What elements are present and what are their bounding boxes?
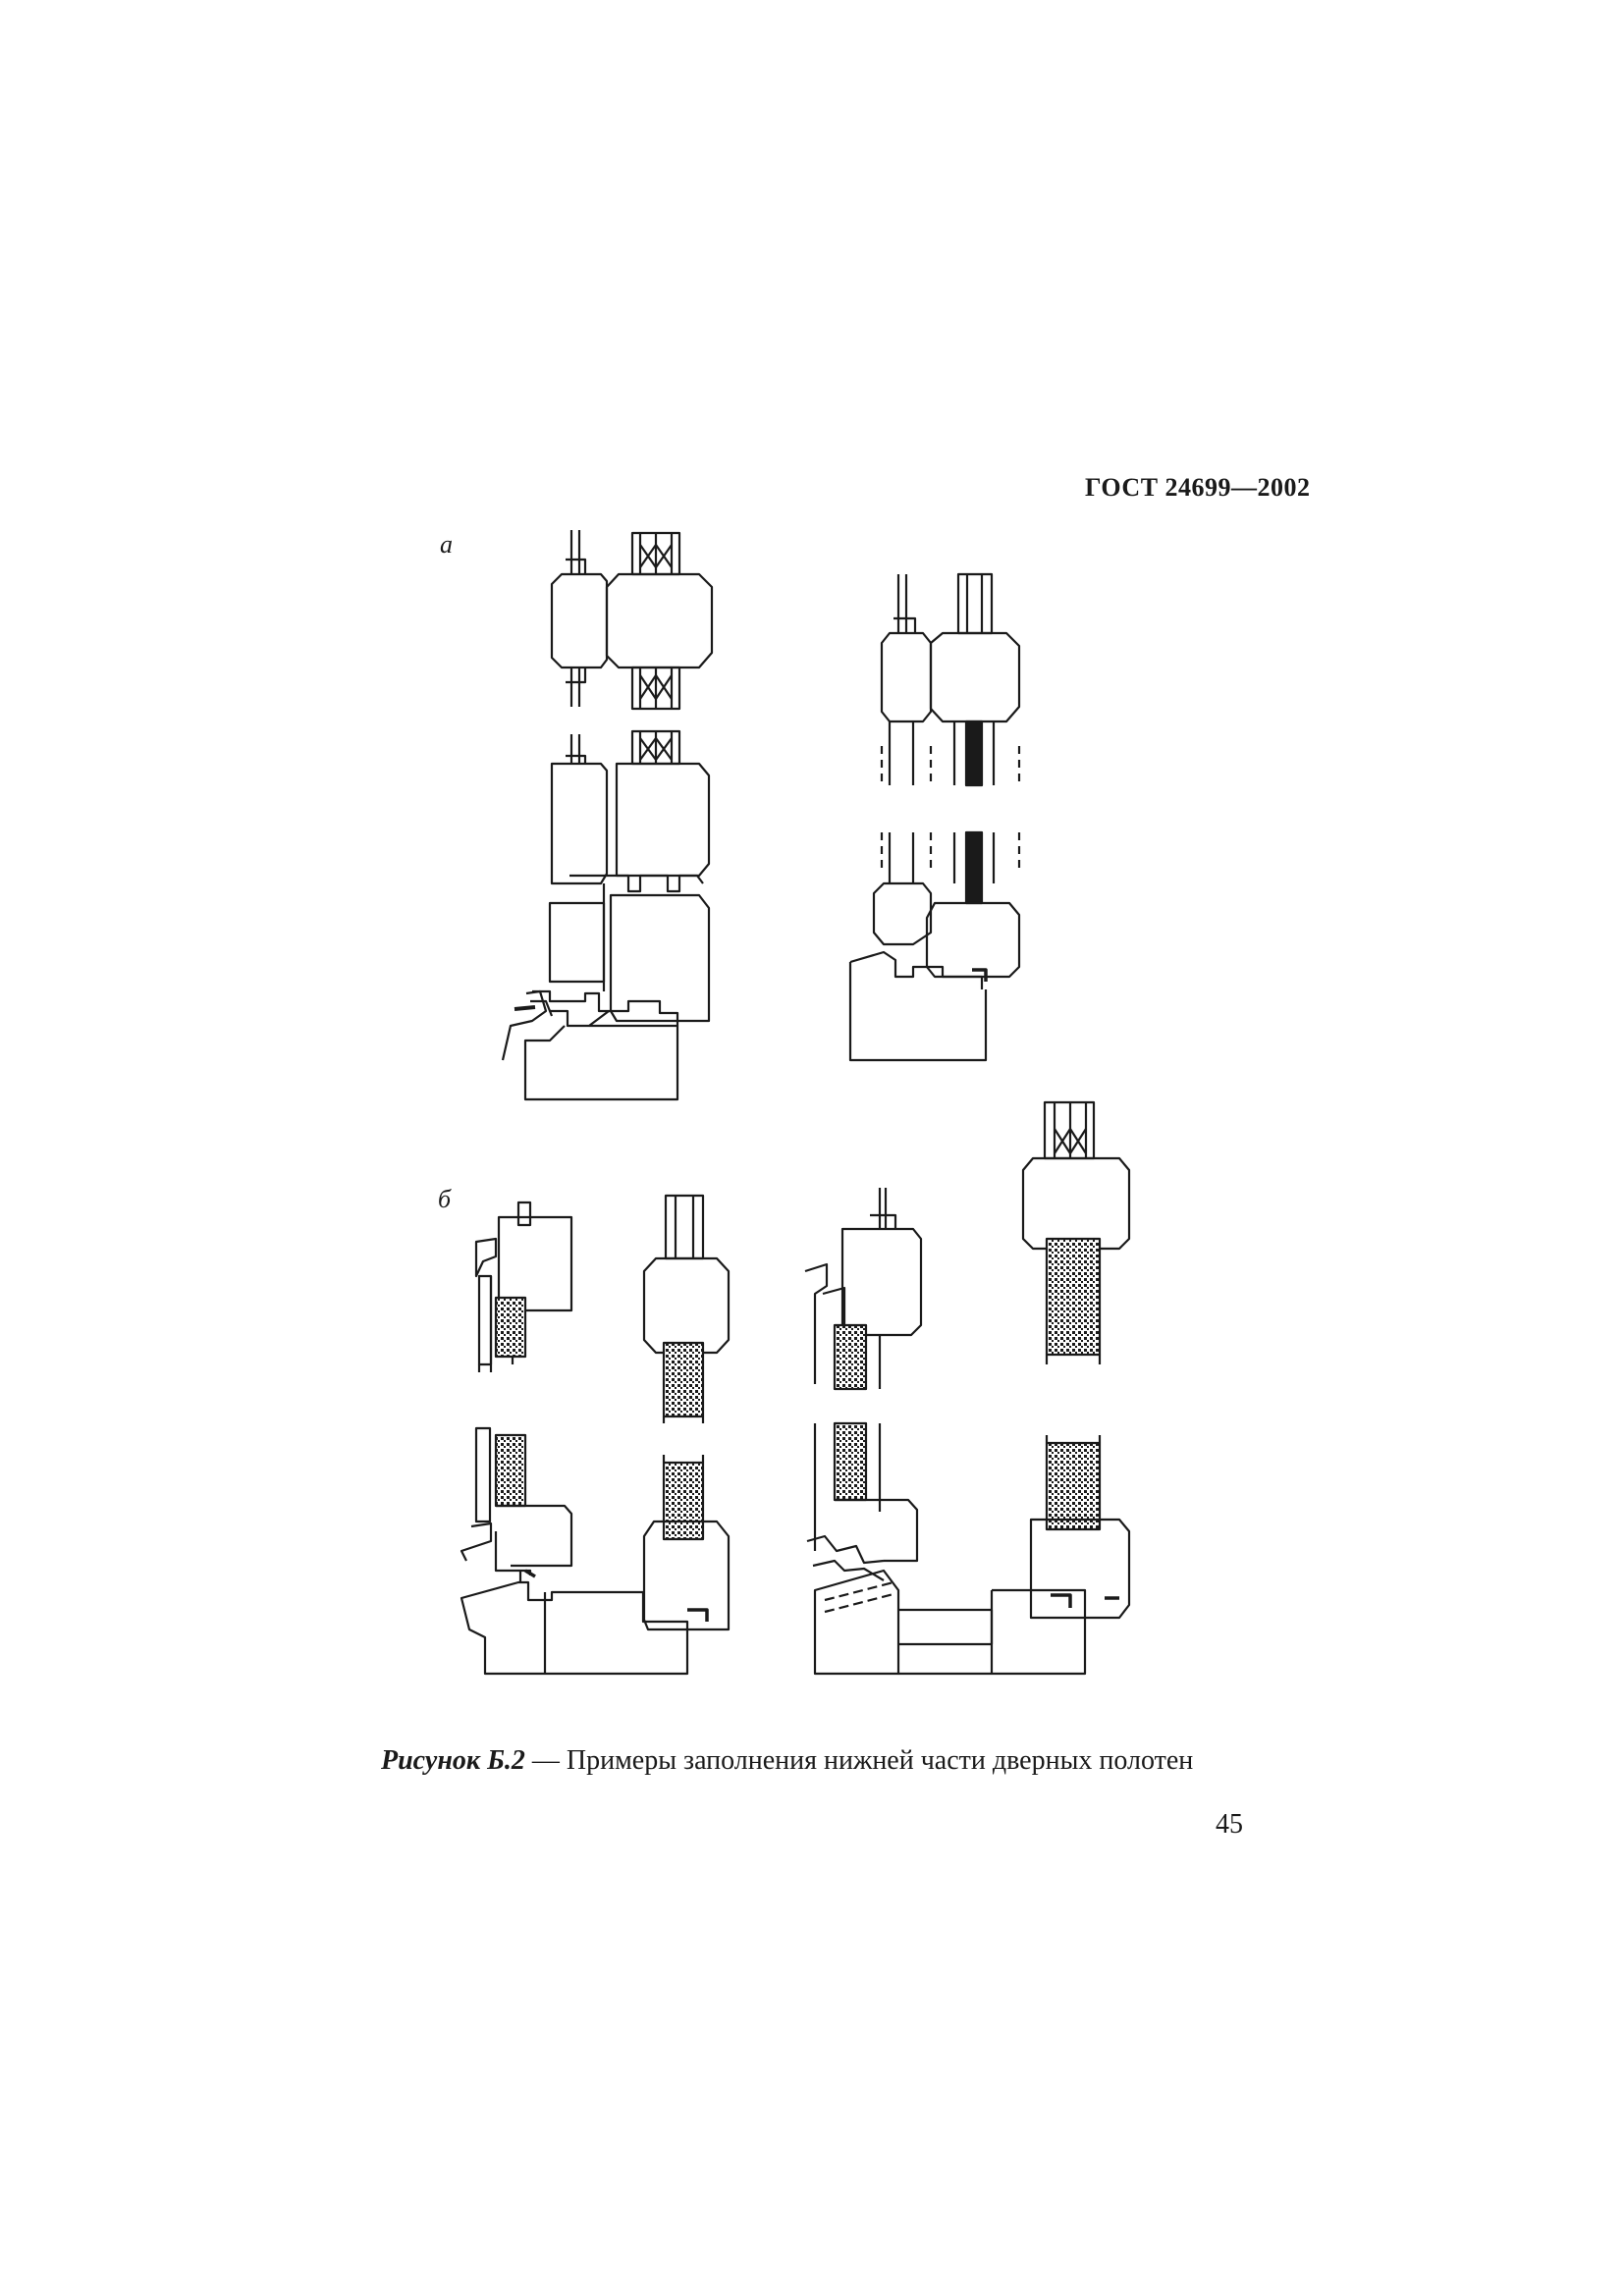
document-code: ГОСТ 24699—2002 xyxy=(1085,473,1311,502)
section-b-4-top xyxy=(1023,1102,1129,1364)
section-b-2-bottom xyxy=(644,1455,729,1629)
section-b-1-top xyxy=(476,1202,571,1372)
figure-caption-label: Рисунок Б.2 xyxy=(381,1745,525,1776)
section-a-right-bottom xyxy=(850,832,1019,1060)
page-number: 45 xyxy=(1216,1809,1243,1840)
figure-caption: Рисунок Б.2 — Примеры заполнения нижней … xyxy=(381,1745,1193,1777)
section-b-2-top xyxy=(644,1196,729,1423)
subfigure-label-b: б xyxy=(438,1185,452,1213)
section-b-3-top xyxy=(805,1188,921,1389)
section-a-right-top xyxy=(882,574,1019,785)
figure-caption-dash: — xyxy=(524,1745,567,1776)
section-a-left-top xyxy=(552,530,712,709)
section-b-3-bottom xyxy=(807,1423,1085,1674)
section-a-left-bottom xyxy=(503,731,709,1099)
section-b-1-bottom xyxy=(461,1428,687,1674)
subfigure-label-a: а xyxy=(440,530,453,559)
section-b-4-bottom xyxy=(1031,1435,1129,1618)
figure-caption-text: Примеры заполнения нижней части дверных … xyxy=(566,1745,1194,1776)
